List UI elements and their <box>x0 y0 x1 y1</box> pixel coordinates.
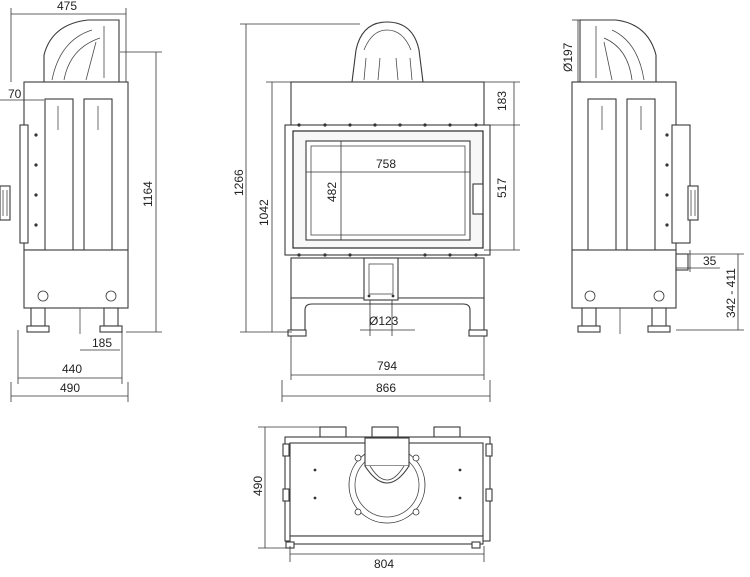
air-inlet-box <box>363 257 399 301</box>
side-right-dimensions: Ø197 35 342 - 411 <box>561 19 744 331</box>
top-flue-duct <box>364 437 410 467</box>
foot <box>577 325 601 333</box>
flue-elbow-right <box>579 19 657 83</box>
side-door-right <box>671 124 691 244</box>
dim-top-width-804: 804 <box>374 557 394 571</box>
dim-inlet-offset: 35 <box>703 254 717 268</box>
top-dimensions: 490 804 <box>251 426 485 571</box>
dim-inlet-height-range: 342 - 411 <box>724 268 738 318</box>
dim-glass-height: 482 <box>325 182 339 202</box>
side-view-right <box>571 19 699 334</box>
side-panel-left <box>44 98 74 255</box>
dim-offset: 70 <box>8 87 22 101</box>
dim-body-height: 1042 <box>257 199 271 226</box>
dim-top-depth: 490 <box>251 476 265 496</box>
top-view <box>282 426 493 549</box>
foot <box>287 329 307 337</box>
dim-door-height: 517 <box>495 178 509 198</box>
flue-elbow <box>43 19 120 83</box>
dim-top-width: 475 <box>57 0 77 13</box>
dim-glass-width: 758 <box>376 157 396 171</box>
dim-height: 1164 <box>141 181 155 207</box>
front-view <box>284 21 491 337</box>
dim-depth-outer: 490 <box>60 381 80 395</box>
front-dimensions: 1266 1042 183 517 758 482 Ø123 794 866 <box>232 23 520 402</box>
door-handle <box>472 183 484 215</box>
air-inlet-stub <box>675 253 689 271</box>
base-legs <box>290 297 485 333</box>
control-lever <box>0 185 11 221</box>
flue-collar <box>351 21 424 83</box>
dim-top-offset: 183 <box>495 91 509 111</box>
dim-flue-diameter: Ø123 <box>369 314 399 328</box>
foot <box>26 325 50 333</box>
dim-depth-inner: 440 <box>62 362 82 376</box>
side-view-left <box>0 19 129 334</box>
dim-base-width: 794 <box>377 359 397 373</box>
foot <box>99 325 123 333</box>
dim-outlet-diameter: Ø197 <box>561 42 575 72</box>
dim-foot-offset: 185 <box>92 336 112 350</box>
dim-total-width: 866 <box>376 381 396 395</box>
glass-pane <box>305 140 471 241</box>
foot <box>647 325 671 333</box>
foot <box>468 329 488 337</box>
control-lever-right <box>687 185 699 221</box>
side-left-dimensions: 475 70 1164 185 440 490 <box>0 0 162 402</box>
dim-total-height: 1266 <box>232 169 246 196</box>
